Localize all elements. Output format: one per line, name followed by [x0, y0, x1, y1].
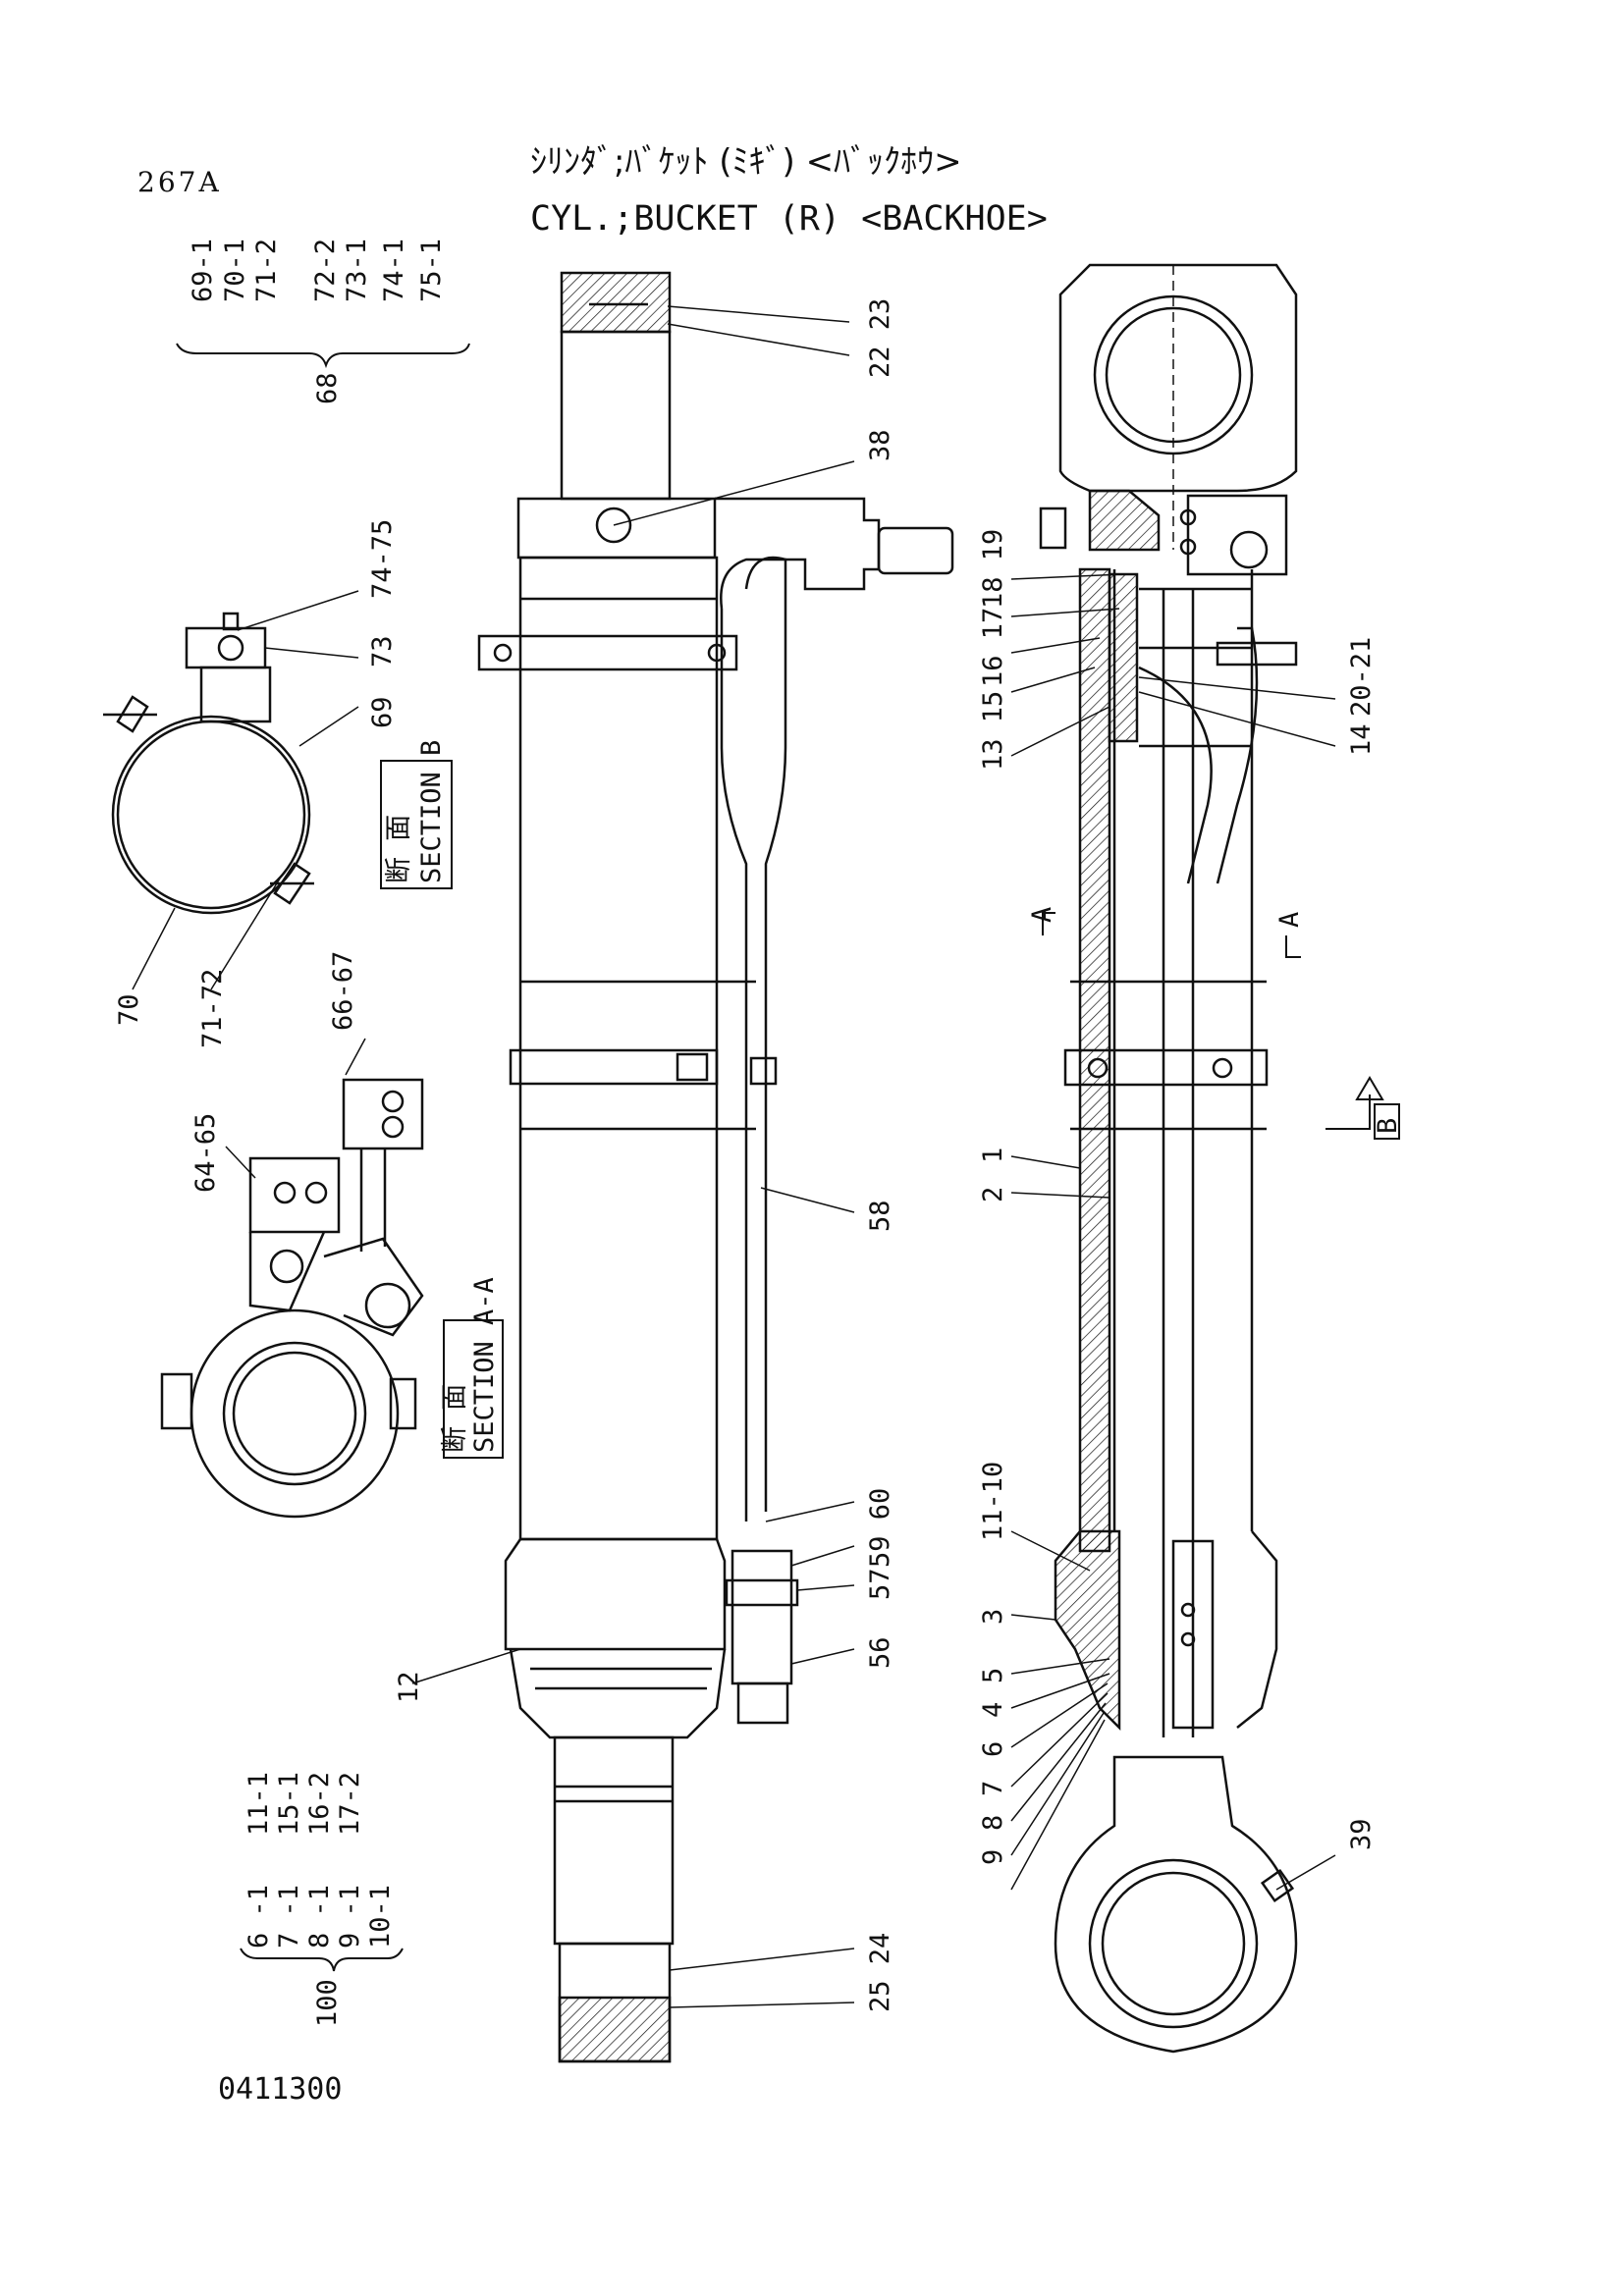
kit-100-list: 6 -1 7 -1 8 -1 9 -1 10-1 11-1 15-1 16-2 … — [240, 1772, 404, 2027]
cut-a-right: A — [1274, 912, 1305, 928]
callout-57: 57 — [865, 1568, 895, 1600]
section-aa-text: SECTION A-A — [469, 1277, 500, 1453]
cylinder-exterior-view — [477, 271, 954, 2063]
callout-59-60: 59 60 — [865, 1488, 895, 1568]
kit-68-group: 68 — [312, 372, 343, 404]
kit-100-brace — [240, 1948, 404, 1972]
kit-100-item: 16-2 — [304, 1772, 335, 1836]
kit-100-item: 11-1 — [243, 1772, 274, 1836]
callout-39: 39 — [1346, 1818, 1377, 1850]
callout-1: 1 — [978, 1148, 1008, 1163]
kit-100-group: 100 — [312, 1979, 343, 2027]
section-b-label: 断 面 SECTION B — [380, 740, 453, 889]
callout-16-17: 16 17 — [978, 608, 1008, 687]
callout-56: 56 — [865, 1636, 895, 1669]
kit-100-item: 6 -1 — [243, 1885, 274, 1949]
kit-68-brace — [176, 343, 470, 369]
kit-100-item: 9 -1 — [335, 1885, 365, 1949]
kit-100-item: 7 -1 — [274, 1885, 304, 1949]
callout-22-23: 22 23 — [865, 298, 895, 378]
callout-73: 73 — [367, 635, 398, 667]
kit-68-item: 72-2 — [310, 239, 341, 302]
callout-2: 2 — [978, 1187, 1008, 1202]
callout-6: 6 — [978, 1741, 1008, 1757]
kit-68-list: 69-1 70-1 71-2 72-2 73-1 74-1 75-1 68 — [176, 239, 470, 404]
callout-64-65: 64-65 — [190, 1113, 221, 1193]
callout-18-19: 18 19 — [978, 529, 1008, 609]
callout-12: 12 — [394, 1671, 424, 1703]
callout-9: 9 — [978, 1849, 1008, 1865]
section-aa-kanji: 断 面 — [440, 1384, 470, 1453]
callout-7: 7 — [978, 1781, 1008, 1796]
callout-8: 8 — [978, 1815, 1008, 1831]
callout-3: 3 — [978, 1609, 1008, 1625]
title-english: CYL.;BUCKET (R) <BACKHOE> — [530, 199, 1048, 239]
callout-70: 70 — [114, 993, 144, 1026]
callout-4: 4 — [978, 1702, 1008, 1718]
kit-100-item: 10-1 — [365, 1885, 396, 1949]
drawing-number: 0411300 — [218, 2072, 343, 2107]
title-japanese: ｼﾘﾝﾀﾞ;ﾊﾞｹｯﾄ (ﾐｷﾞ) <ﾊﾞｯｸﾎｳ> — [530, 142, 962, 182]
callout-14: 14 — [1346, 723, 1377, 756]
kit-68-item: 73-1 — [342, 239, 372, 302]
kit-100-item: 17-2 — [335, 1772, 365, 1836]
callout-58: 58 — [865, 1200, 895, 1232]
cylinder-section-view — [1039, 263, 1298, 2054]
callout-13-15: 13 15 — [978, 691, 1008, 771]
callout-38: 38 — [865, 429, 895, 461]
cut-markers — [1042, 912, 1400, 1140]
callout-74-75: 74-75 — [367, 519, 398, 599]
kit-100-item: 8 -1 — [304, 1885, 335, 1949]
callout-labels: 22 23 38 74-75 73 69 70 71-72 66-67 64-6… — [114, 298, 1377, 2012]
kit-68-item: 74-1 — [379, 239, 409, 302]
callout-20-21: 20-21 — [1346, 637, 1377, 717]
callout-69: 69 — [367, 696, 398, 728]
kit-68-item: 69-1 — [188, 239, 218, 302]
leader-lines — [132, 305, 1336, 2008]
section-b-kanji: 断 面 — [384, 815, 414, 883]
cut-a-left: A — [1027, 907, 1057, 923]
section-b-text: SECTION B — [416, 740, 447, 883]
callout-11-10: 11-10 — [978, 1462, 1008, 1541]
page-number: 267A — [137, 166, 222, 198]
callout-5: 5 — [978, 1668, 1008, 1683]
kit-68-item: 71-2 — [251, 239, 282, 302]
kit-68-item: 75-1 — [416, 239, 447, 302]
section-aa-label: 断 面 SECTION A-A — [440, 1277, 504, 1459]
callout-24-25: 25 24 — [865, 1933, 895, 2012]
section-b-view — [103, 612, 314, 915]
view-b-arrow: B — [1373, 1118, 1403, 1134]
callout-66-67: 66-67 — [328, 951, 358, 1031]
callout-71-72: 71-72 — [197, 969, 228, 1048]
section-aa-view — [160, 1078, 424, 1519]
kit-100-item: 15-1 — [274, 1772, 304, 1836]
kit-68-item: 70-1 — [220, 239, 250, 302]
